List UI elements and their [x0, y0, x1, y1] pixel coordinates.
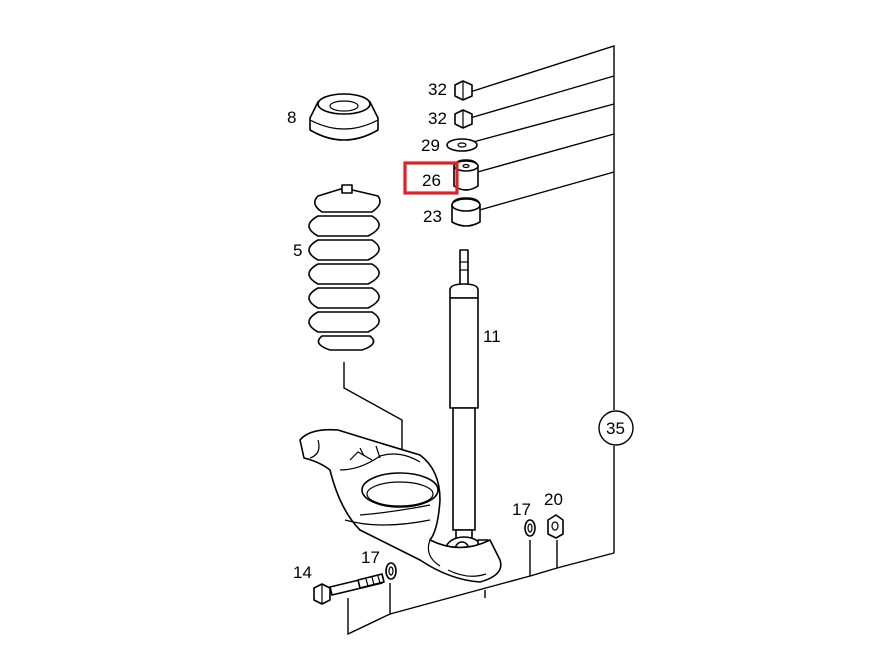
- callout-32-lower[interactable]: 32: [428, 109, 447, 128]
- shock-absorber-part[interactable]: [445, 249, 489, 562]
- nut-part-upper[interactable]: [454, 80, 473, 101]
- washer-part[interactable]: [446, 138, 478, 152]
- nut-part-bottom[interactable]: [547, 514, 564, 539]
- callout-5[interactable]: 5: [293, 241, 302, 260]
- callout-35[interactable]: 35: [606, 419, 625, 438]
- callout-29[interactable]: 29: [421, 136, 440, 155]
- callout-17-bolt[interactable]: 17: [361, 548, 380, 567]
- callout-23[interactable]: 23: [423, 207, 442, 226]
- callout-26[interactable]: 26: [422, 171, 441, 190]
- callout-14[interactable]: 14: [293, 563, 312, 582]
- callout-32-upper[interactable]: 32: [428, 80, 447, 99]
- leader-lines: [343, 45, 615, 636]
- highlight-box: [403, 161, 459, 195]
- callout-20[interactable]: 20: [544, 490, 563, 509]
- rubber-bushing-part[interactable]: [453, 159, 479, 191]
- callout-circle-35: [598, 410, 634, 446]
- callout-11[interactable]: 11: [483, 327, 501, 346]
- coil-spring-part[interactable]: [308, 184, 381, 351]
- washer-part-bolt[interactable]: [385, 562, 397, 580]
- callout-8[interactable]: 8: [287, 108, 296, 127]
- callout-17-lower[interactable]: 17: [512, 500, 531, 519]
- stop-buffer-part[interactable]: [451, 197, 481, 227]
- bolt-part[interactable]: [313, 573, 385, 605]
- control-arm: [299, 428, 502, 583]
- washer-part-lower[interactable]: [524, 519, 536, 537]
- nut-part-lower[interactable]: [454, 109, 473, 129]
- spring-seat-part[interactable]: [309, 93, 379, 141]
